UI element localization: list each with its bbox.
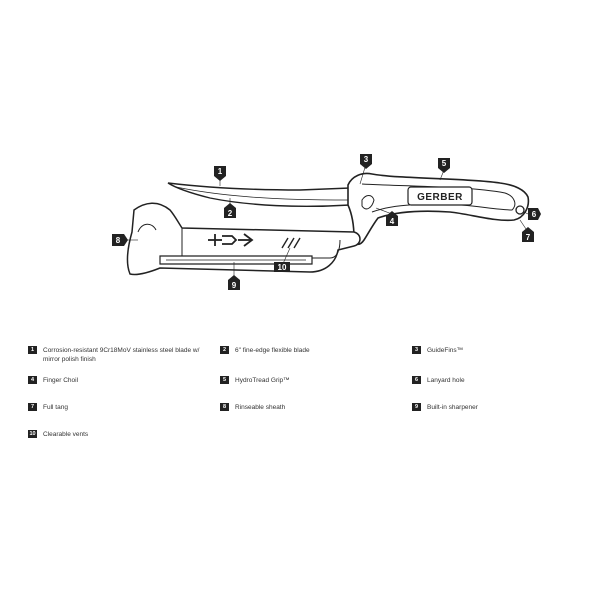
blade-edge-line xyxy=(175,186,349,201)
svg-text:2: 2 xyxy=(228,209,233,218)
legend-item: 4 Finger Choil xyxy=(28,376,78,385)
callout-6: 6 xyxy=(528,208,541,220)
legend-number: 6 xyxy=(412,376,421,384)
legend-number: 3 xyxy=(412,346,421,354)
svg-text:6: 6 xyxy=(532,210,537,219)
callout-3: 3 xyxy=(360,154,372,169)
legend-item: 2 6" fine-edge flexible blade xyxy=(220,346,310,355)
svg-text:5: 5 xyxy=(442,159,447,168)
svg-text:9: 9 xyxy=(232,281,237,290)
legend-item: 9 Built-in sharpener xyxy=(412,403,478,412)
legend-item: 7 Full tang xyxy=(28,403,68,412)
legend-number: 7 xyxy=(28,403,37,411)
sheath-clip xyxy=(137,223,157,233)
svg-text:8: 8 xyxy=(116,236,121,245)
legend-number: 2 xyxy=(220,346,229,354)
callout-4: 4 xyxy=(386,211,398,226)
sheath-logo xyxy=(208,233,254,247)
callout-5: 5 xyxy=(438,158,450,173)
callout-1: 1 xyxy=(214,166,226,181)
legend-text: Finger Choil xyxy=(43,377,79,384)
brand-logo: GERBER xyxy=(417,192,463,203)
legend-text: Lanyard hole xyxy=(427,377,465,384)
svg-text:10: 10 xyxy=(278,263,287,272)
legend-text: Rinseable sheath xyxy=(235,404,286,411)
callout-9: 9 xyxy=(228,275,240,290)
legend-item: 6 Lanyard hole xyxy=(412,376,465,385)
guide-fin xyxy=(361,195,375,210)
legend-item: 1 Corrosion-resistant 9Cr18MoV stainless… xyxy=(28,346,213,364)
legend-text: Corrosion-resistant 9Cr18MoV stainless s… xyxy=(43,347,200,363)
sheath-vents xyxy=(281,237,301,249)
legend-text: Clearable vents xyxy=(43,431,89,438)
legend-text: Built-in sharpener xyxy=(427,404,478,411)
handle-logo-plate xyxy=(407,186,473,206)
legend-item: 5 HydroTread Grip™ xyxy=(220,376,290,385)
callout-2: 2 xyxy=(224,203,236,218)
legend-number: 10 xyxy=(28,430,37,438)
svg-text:3: 3 xyxy=(364,155,369,164)
legend-text: HydroTread Grip™ xyxy=(235,377,290,384)
legend-number: 5 xyxy=(220,376,229,384)
svg-text:4: 4 xyxy=(390,217,395,226)
legend-item: 8 Rinseable sheath xyxy=(220,403,285,412)
legend-number: 8 xyxy=(220,403,229,411)
callout-10: 10 xyxy=(274,262,290,272)
legend-text: Full tang xyxy=(43,404,68,411)
svg-text:1: 1 xyxy=(218,167,223,176)
blade xyxy=(167,182,351,207)
legend-number: 4 xyxy=(28,376,37,384)
sheath-band xyxy=(181,228,341,259)
legend-text: 6" fine-edge flexible blade xyxy=(235,347,310,354)
svg-text:7: 7 xyxy=(526,233,531,242)
legend-item: 3 GuideFins™ xyxy=(412,346,463,355)
legend-item: 10 Clearable vents xyxy=(28,430,88,439)
callout-7: 7 xyxy=(522,227,534,242)
callout-8: 8 xyxy=(112,234,128,246)
legend-text: GuideFins™ xyxy=(427,347,464,354)
lanyard-hole xyxy=(515,205,525,215)
legend-number: 1 xyxy=(28,346,37,354)
knife-diagram: GERBER 1 2 xyxy=(112,154,541,290)
legend-number: 9 xyxy=(412,403,421,411)
